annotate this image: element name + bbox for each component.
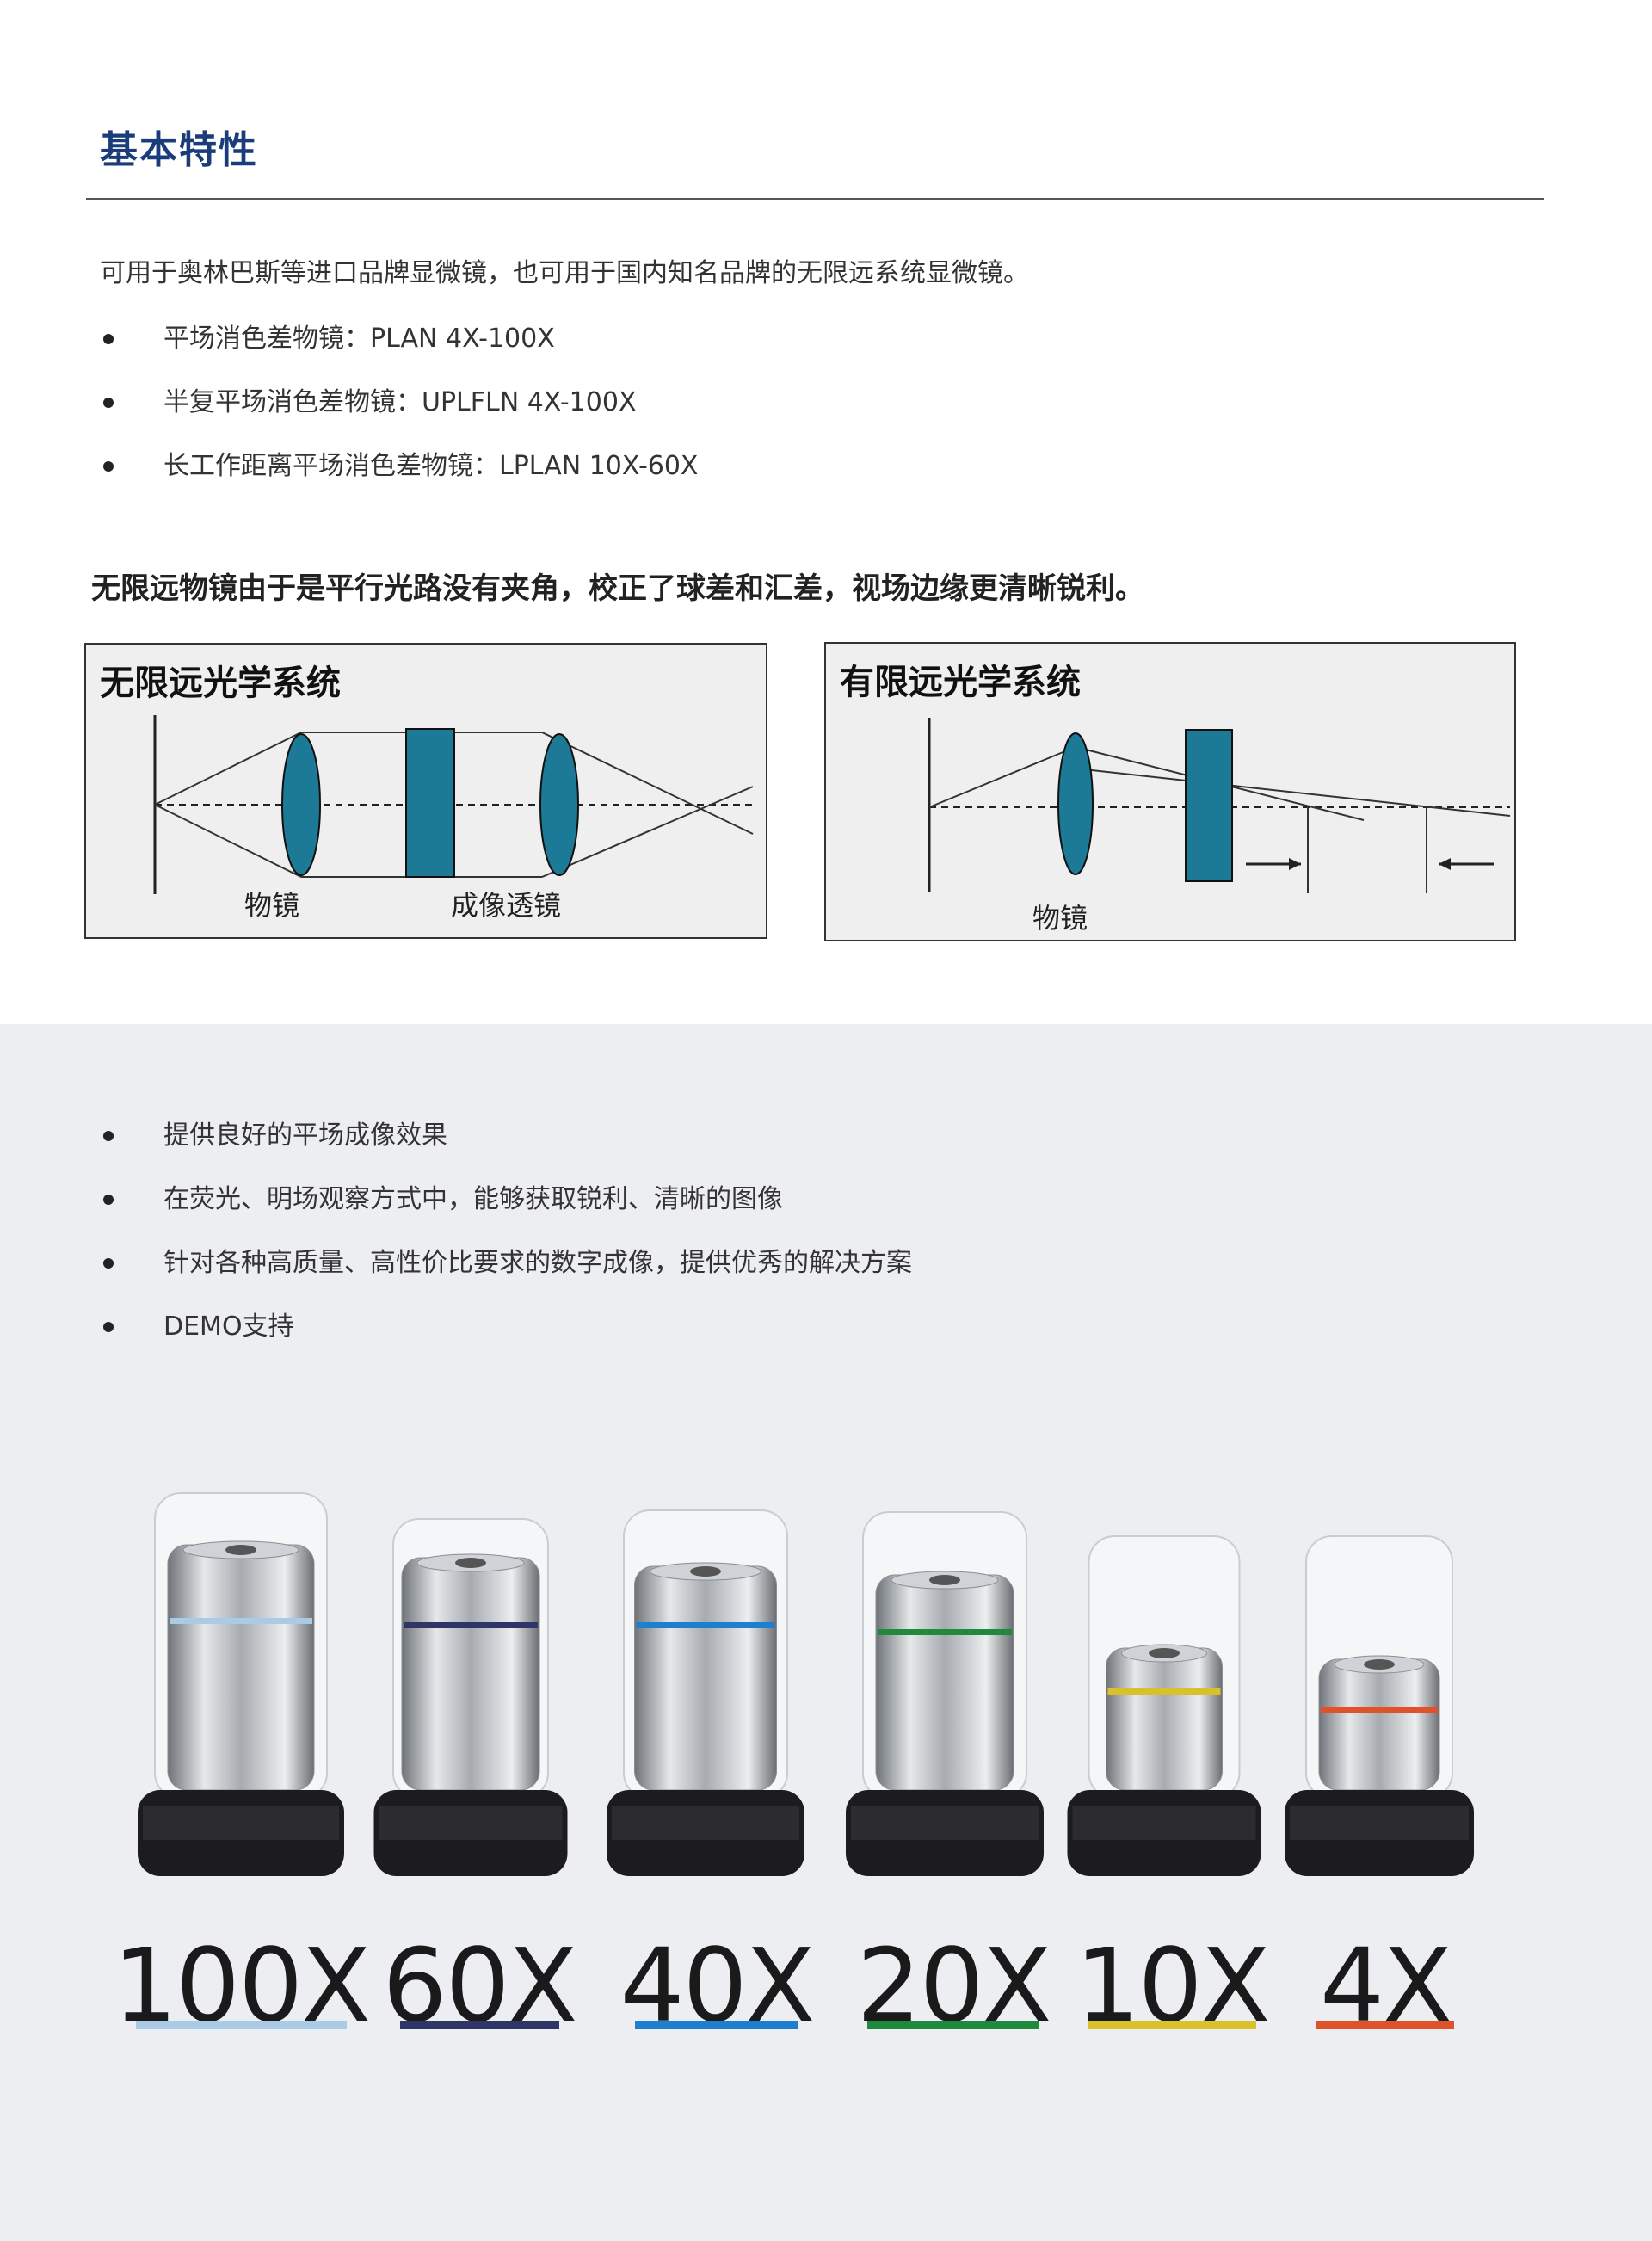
prism-block-shape	[1185, 729, 1233, 882]
magnification-underline	[1088, 2021, 1256, 2029]
magnification-color-band	[1107, 1688, 1221, 1695]
summary-text: 无限远物镜由于是平行光路没有夹角，校正了球差和汇差，视场边缘更清晰锐利。	[91, 571, 1144, 606]
magnification-color-band	[404, 1622, 538, 1628]
objective-lens-product	[816, 1503, 1074, 1885]
list-item: 在荧光、明场观察方式中，能够获取锐利、清晰的图像	[100, 1182, 912, 1246]
objective-barrel-shape	[875, 1574, 1014, 1791]
objective-barrel-shape	[401, 1557, 540, 1791]
title-divider	[86, 198, 1544, 200]
diagram-title: 有限远光学系统	[840, 663, 1081, 702]
finite-optics-drawing	[928, 718, 1511, 893]
list-item: 长工作距离平场消色差物镜：LPLAN 10X-60X	[100, 449, 699, 513]
objective-lens-product	[1035, 1528, 1293, 1885]
objective-barrel-shape	[167, 1544, 315, 1791]
diagram-title: 无限远光学系统	[100, 664, 341, 703]
tube-lens-label: 成像透镜	[451, 889, 562, 922]
objective-lens-shape	[1057, 732, 1094, 875]
objective-label: 物镜	[244, 889, 300, 922]
objective-barrel-shape	[634, 1565, 777, 1791]
infinite-system-diagram: 无限远光学系统 物镜 成像透镜	[84, 643, 767, 939]
magnification-underline	[399, 2021, 559, 2029]
prism-block-shape	[405, 728, 455, 878]
finite-system-diagram: 有限远光学系统 物镜	[824, 642, 1516, 941]
tube-lens-shape	[539, 733, 579, 876]
objective-lens-product	[1250, 1528, 1508, 1885]
objective-lens-product	[112, 1485, 370, 1885]
benefit-list: 提供良好的平场成像效果 在荧光、明场观察方式中，能够获取锐利、清晰的图像 针对各…	[100, 1119, 912, 1374]
magnification-underline	[135, 2021, 347, 2029]
objective-lens-product	[576, 1502, 835, 1885]
feature-section: 基本特性 可用于奥林巴斯等进口品牌显微镜，也可用于国内知名品牌的无限远系统显微镜…	[0, 0, 1652, 1024]
intro-text: 可用于奥林巴斯等进口品牌显微镜，也可用于国内知名品牌的无限远系统显微镜。	[100, 258, 1029, 288]
magnification-underline	[867, 2021, 1039, 2029]
magnification-color-band	[1321, 1707, 1438, 1713]
objective-lens-shape	[281, 733, 321, 876]
magnification-underline	[635, 2021, 798, 2029]
magnification-color-band	[170, 1618, 312, 1624]
objective-barrel-shape	[1106, 1647, 1223, 1791]
objective-label: 物镜	[1032, 902, 1088, 935]
magnification-color-band	[636, 1622, 775, 1628]
list-item: 针对各种高质量、高性价比要求的数字成像，提供优秀的解决方案	[100, 1246, 912, 1310]
infinite-optics-drawing	[153, 715, 757, 894]
magnification-color-band	[878, 1629, 1012, 1635]
list-item: 平场消色差物镜：PLAN 4X-100X	[100, 322, 699, 386]
list-item: DEMO支持	[100, 1310, 912, 1374]
objective-barrel-shape	[1318, 1658, 1440, 1791]
feature-list: 平场消色差物镜：PLAN 4X-100X 半复平场消色差物镜：UPLFLN 4X…	[100, 322, 699, 513]
list-item: 提供良好的平场成像效果	[100, 1119, 912, 1182]
list-item: 半复平场消色差物镜：UPLFLN 4X-100X	[100, 386, 699, 449]
section-title: 基本特性	[100, 128, 258, 172]
magnification-underline	[1316, 2021, 1454, 2029]
objective-lens-product	[342, 1510, 600, 1885]
